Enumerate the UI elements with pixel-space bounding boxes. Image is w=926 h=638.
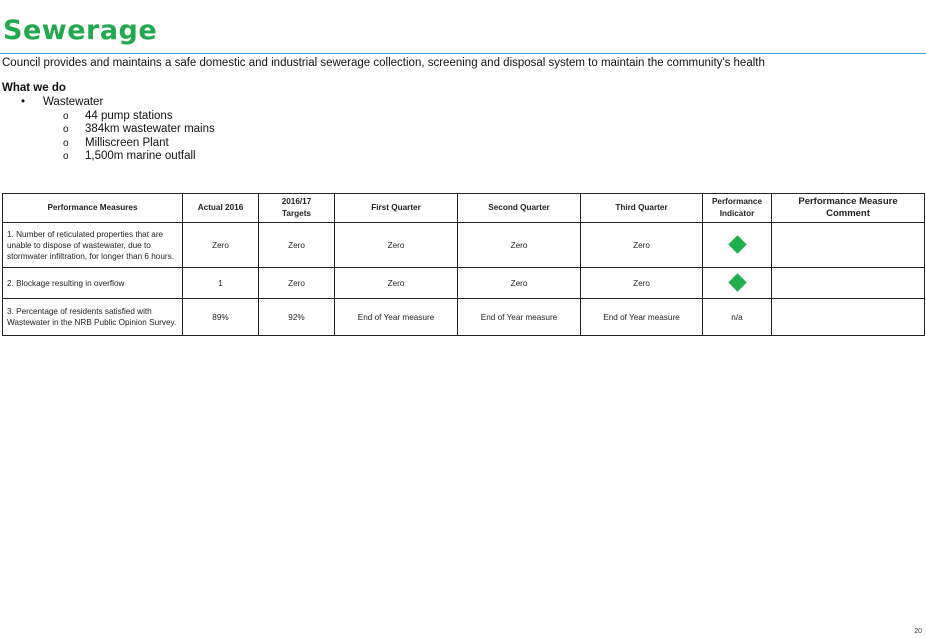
title-divider: [0, 53, 926, 54]
what-we-do-heading: What we do: [2, 82, 66, 94]
header-first-quarter: First Quarter: [334, 193, 458, 223]
sub-list-item-label: 1,500m marine outfall: [85, 150, 196, 162]
page-title: Sewerage: [3, 15, 158, 46]
actual-cell: Zero: [182, 222, 259, 268]
target-cell: 92%: [258, 298, 335, 336]
list-item-wastewater: • Wastewater: [0, 96, 215, 110]
green-diamond-icon: [727, 273, 747, 292]
header-actual-2016: Actual 2016: [182, 193, 259, 223]
header-performance-measures: Performance Measures: [2, 193, 183, 223]
target-cell: Zero: [258, 267, 335, 299]
table-header-row: Performance Measures Actual 2016 2016/17…: [2, 193, 925, 223]
circle-bullet-icon: o: [63, 124, 69, 135]
header-targets-year: 2016/17: [281, 197, 312, 206]
circle-bullet-icon: o: [63, 110, 69, 122]
indicator-cell: [702, 267, 772, 299]
q2-cell: End of Year measure: [457, 298, 581, 336]
actual-cell: 1: [182, 267, 259, 299]
sub-list-item: o 384km wastewater mains: [0, 123, 215, 137]
list-item-label: Wastewater: [43, 96, 104, 108]
table-row: 2. Blockage resulting in overflow 1 Zero…: [2, 267, 925, 299]
q2-cell: Zero: [457, 222, 581, 268]
q3-cell: Zero: [580, 267, 703, 299]
circle-bullet-icon: o: [63, 151, 69, 162]
circle-bullet-icon: o: [63, 137, 69, 149]
q3-cell: Zero: [580, 222, 703, 268]
table-row: 3. Percentage of residents satisfied wit…: [2, 298, 925, 336]
header-targets-label: Targets: [282, 209, 311, 218]
indicator-cell: [702, 222, 772, 268]
sub-list-item: o 44 pump stations: [0, 110, 215, 124]
intro-text: Council provides and maintains a safe do…: [2, 57, 765, 69]
measure-cell: 3. Percentage of residents satisfied wit…: [2, 298, 183, 336]
comment-cell: [771, 298, 925, 336]
header-indicator-line2: Indicator: [719, 209, 755, 218]
header-second-quarter: Second Quarter: [457, 193, 581, 223]
sub-list-item: o 1,500m marine outfall: [0, 150, 215, 164]
sub-list-item-label: Milliscreen Plant: [85, 136, 169, 149]
green-diamond-icon: [727, 235, 747, 254]
target-cell: Zero: [258, 222, 335, 268]
table-row: 1. Number of reticulated properties that…: [2, 222, 925, 268]
actual-cell: 89%: [182, 298, 259, 336]
measure-cell: 2. Blockage resulting in overflow: [2, 267, 183, 299]
q1-cell: Zero: [334, 222, 458, 268]
q2-cell: Zero: [457, 267, 581, 299]
measure-cell: 1. Number of reticulated properties that…: [2, 222, 183, 268]
what-we-do-list: • Wastewater o 44 pump stations o 384km …: [0, 96, 215, 164]
performance-measures-table: Performance Measures Actual 2016 2016/17…: [2, 193, 925, 336]
q1-cell: Zero: [334, 267, 458, 299]
page-number: 20: [914, 628, 922, 635]
header-third-quarter: Third Quarter: [580, 193, 703, 223]
sub-list-item-label: 44 pump stations: [85, 109, 173, 122]
sub-list-item: o Milliscreen Plant: [0, 137, 215, 151]
indicator-cell: n/a: [702, 298, 772, 336]
comment-cell: [771, 222, 925, 268]
bullet-icon: •: [21, 96, 26, 108]
q3-cell: End of Year measure: [580, 298, 703, 336]
header-indicator-line1: Performance: [711, 197, 763, 206]
comment-cell: [771, 267, 925, 299]
q1-cell: End of Year measure: [334, 298, 458, 336]
sub-list-item-label: 384km wastewater mains: [85, 123, 215, 135]
header-comment: Performance Measure Comment: [771, 193, 925, 223]
